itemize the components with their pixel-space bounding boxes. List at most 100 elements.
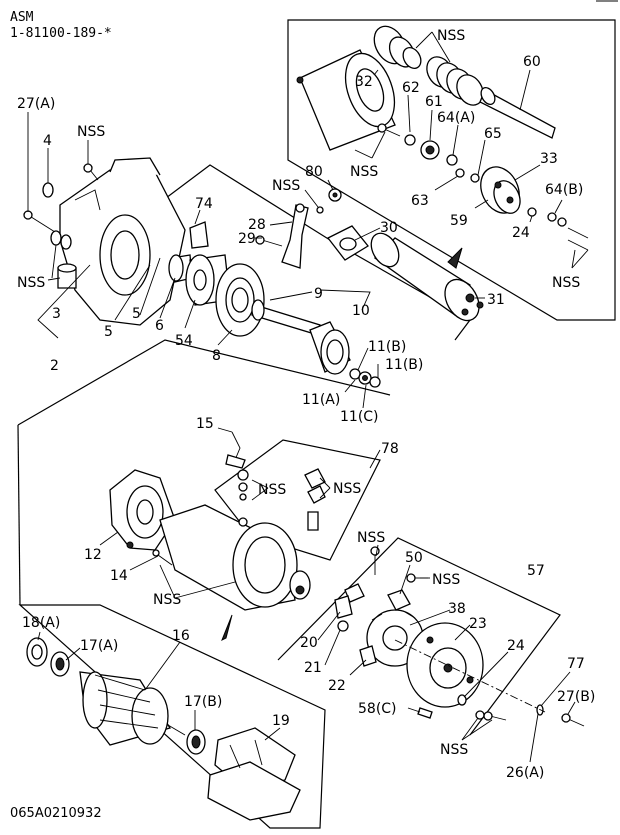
label-58c: 58(C) — [358, 701, 397, 717]
label-27b: 27(B) — [557, 689, 595, 705]
nut-80 — [316, 188, 342, 214]
rear-cover-23 — [406, 622, 484, 708]
label-31: 31 — [487, 292, 505, 308]
label-63: 63 — [411, 193, 429, 209]
center-line — [394, 639, 546, 713]
bearing-17b — [186, 729, 206, 755]
spring-nss — [426, 56, 484, 106]
armature-16 — [79, 671, 186, 746]
label-nss: NSS — [272, 178, 300, 194]
label-60: 60 — [523, 54, 541, 70]
spacer-8 — [215, 263, 265, 337]
label-21: 21 — [304, 660, 322, 676]
label-nss: NSS — [77, 124, 105, 140]
label-3: 3 — [52, 306, 61, 322]
label-11b: 11(B) — [368, 339, 406, 355]
front-bracket-12 — [109, 469, 176, 551]
label-nss: NSS — [437, 28, 465, 44]
label-18a: 18(A) — [22, 615, 60, 631]
washers-11 — [349, 368, 381, 388]
washer-24-rear — [457, 694, 467, 706]
label-14: 14 — [110, 568, 128, 584]
label-5: 5 — [132, 306, 141, 322]
label-17b: 17(B) — [184, 694, 222, 710]
label-28: 28 — [248, 217, 266, 233]
label-nss: NSS — [350, 164, 378, 180]
label-20: 20 — [300, 635, 318, 651]
label-19: 19 — [272, 713, 290, 729]
label-78: 78 — [381, 441, 399, 457]
label-16: 16 — [172, 628, 190, 644]
label-57: 57 — [527, 563, 545, 579]
lever-28 — [281, 203, 309, 269]
washer-18a — [26, 637, 48, 667]
yoke-group-outline — [17, 339, 391, 426]
magnetic-switch-31 — [370, 232, 484, 322]
label-8: 8 — [212, 348, 221, 364]
label-nss: NSS — [432, 572, 460, 588]
label-33: 33 — [540, 151, 558, 167]
label-11b: 11(B) — [385, 357, 423, 373]
washer-nss-left — [50, 230, 72, 250]
label-30: 30 — [380, 220, 398, 236]
label-nss: NSS — [258, 482, 286, 498]
label-10: 10 — [352, 303, 370, 319]
screw-nss-yoke — [152, 549, 173, 566]
label-15: 15 — [196, 416, 214, 432]
label-nss: NSS — [440, 742, 468, 758]
brush-holder-19 — [207, 727, 301, 821]
label-11a: 11(A) — [302, 392, 340, 408]
label-nss: NSS — [153, 592, 181, 608]
label-2: 2 — [50, 358, 59, 374]
washers-63-65-24 — [455, 168, 567, 227]
bolts-nss-rear-cover — [475, 710, 507, 721]
gear-10 — [309, 321, 351, 375]
label-27a: 27(A) — [17, 96, 55, 112]
label-23: 23 — [469, 616, 487, 632]
screw-58c — [417, 707, 433, 719]
bearing-17a — [50, 651, 70, 677]
direction-arrow-top — [447, 247, 463, 269]
solenoid-group-outline — [287, 19, 616, 321]
label-62: 62 — [402, 80, 420, 96]
terminal-parts-78 — [237, 468, 326, 531]
label-54: 54 — [175, 333, 193, 349]
sleeve-3 — [57, 263, 77, 289]
bolt-27a — [23, 210, 56, 233]
solenoid-case-32 — [296, 49, 396, 151]
label-59: 59 — [450, 213, 468, 229]
gear-housing-2 — [59, 157, 186, 326]
outline-edge — [17, 424, 21, 606]
direction-arrow-bottom — [221, 614, 233, 642]
label-6: 6 — [155, 318, 164, 334]
label-61: 61 — [425, 94, 443, 110]
label-64a: 64(A) — [437, 110, 475, 126]
lead-wire-15 — [225, 431, 246, 469]
label-12: 12 — [84, 547, 102, 563]
plunger-60 — [479, 86, 556, 139]
label-9: 9 — [314, 286, 323, 302]
gasket-30 — [327, 225, 369, 261]
label-26a: 26(A) — [506, 765, 544, 781]
contact-plate-33 — [480, 166, 521, 214]
label-24: 24 — [507, 638, 525, 654]
label-5: 5 — [104, 324, 113, 340]
leader-lines — [27, 31, 589, 763]
label-77: 77 — [567, 656, 585, 672]
bolt-29 — [255, 235, 283, 247]
bolt-27b — [561, 713, 585, 727]
part-labels: 27(A) 4 NSS NSS 3 2 5 5 6 54 8 9 10 74 2… — [17, 28, 595, 781]
asm-label: ASM — [10, 10, 34, 25]
washers-61-62-64a — [404, 134, 458, 166]
label-64b: 64(B) — [545, 182, 583, 198]
label-38: 38 — [448, 601, 466, 617]
label-50: 50 — [405, 550, 423, 566]
label-4: 4 — [43, 133, 52, 149]
bolt-nss-solenoid — [377, 123, 401, 137]
bolts-64b — [567, 227, 589, 251]
label-nss: NSS — [17, 275, 45, 291]
label-32: 32 — [355, 74, 373, 90]
brush-spring-50 — [344, 583, 411, 611]
